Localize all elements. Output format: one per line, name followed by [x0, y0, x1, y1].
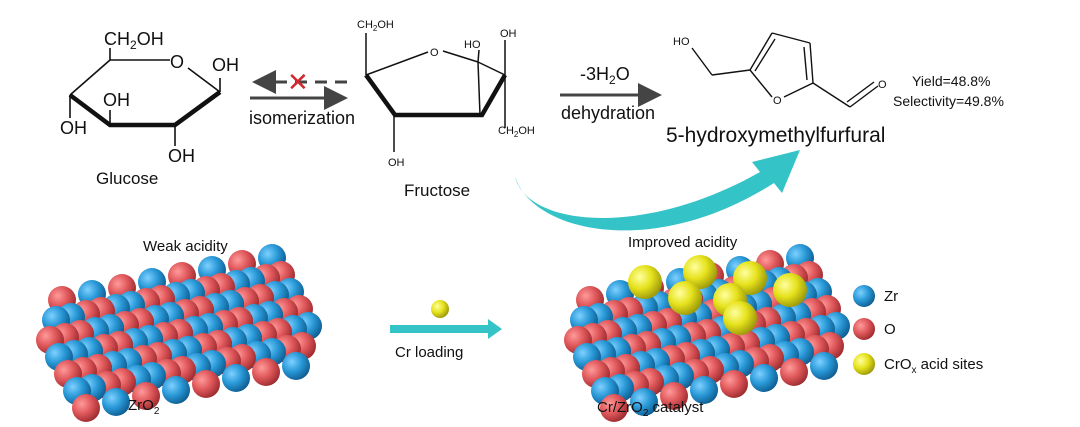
zr-legend-icon [853, 285, 875, 307]
isomerization-label: isomerization [249, 108, 355, 128]
o-atom [600, 394, 628, 422]
o-atom [132, 382, 160, 410]
fructose-structure [364, 33, 507, 152]
cr-atom-icon [431, 300, 449, 318]
glucose-oh1: OH [212, 55, 239, 75]
zro2-label: ZrO2 [128, 397, 160, 417]
cr-zro2-slab [564, 244, 850, 422]
crox-legend-label: CrOx acid sites [884, 356, 983, 376]
fructose-oh-bottom: OH [388, 157, 405, 169]
glucose-oh2: OH [168, 146, 195, 166]
o-atom [660, 382, 688, 410]
cr-loading-arrow [390, 319, 502, 339]
crox-atom [733, 261, 767, 295]
o-legend-label: O [884, 321, 896, 338]
zr-atom [630, 388, 658, 416]
weak-acidity-label: Weak acidity [143, 238, 228, 255]
zr-atom [750, 364, 778, 392]
crox-legend-icon [853, 353, 875, 375]
crox-atom [773, 273, 807, 307]
crox-atom [723, 301, 757, 335]
o-atom [780, 358, 808, 386]
glucose-ring-o: O [170, 52, 184, 72]
crox-atom [683, 255, 717, 289]
crox-atom [628, 265, 662, 299]
glucose-ch2oh: CH2OH [104, 29, 164, 52]
improved-acidity-label: Improved acidity [628, 234, 738, 251]
zr-atom [162, 376, 190, 404]
fructose-ch2oh-top: CH2OH [357, 19, 394, 33]
o-atom [192, 370, 220, 398]
catalyst-label: Cr/ZrO2 catalyst [597, 399, 704, 419]
glucose-label: Glucose [96, 169, 158, 188]
fructose-ho: HO [464, 39, 481, 51]
hmf-selectivity: Selectivity=49.8% [893, 93, 1004, 109]
hmf-yield: Yield=48.8% [912, 73, 990, 89]
zr-atom [810, 352, 838, 380]
zr-atom [690, 376, 718, 404]
o-legend-icon [853, 318, 875, 340]
fructose-ch2oh-bottom: CH2OH [498, 125, 535, 139]
hmf-label: 5-hydroxymethylfurfural [666, 124, 885, 147]
zr-atom [102, 388, 130, 416]
water-loss-label: -3H2O [580, 64, 630, 87]
blocked-x-icon: ✕ [287, 67, 309, 97]
fructose-ring-o: O [430, 47, 439, 59]
dehydration-label: dehydration [561, 103, 655, 123]
hmf-structure [691, 32, 879, 108]
o-atom [720, 370, 748, 398]
hmf-ho: HO [673, 36, 690, 48]
zro2-slab [36, 244, 322, 422]
o-atom [252, 358, 280, 386]
fructose-oh-top: OH [500, 28, 517, 40]
crox-atom [668, 281, 702, 315]
glucose-oh3: OH [103, 90, 130, 110]
hmf-aldehyde-o: O [878, 79, 887, 91]
catalysis-curved-arrow [515, 150, 800, 231]
zr-legend-label: Zr [884, 288, 898, 305]
fructose-label: Fructose [404, 181, 470, 200]
cr-loading-label: Cr loading [395, 344, 463, 361]
glucose-oh4: OH [60, 118, 87, 138]
o-atom [72, 394, 100, 422]
hmf-ring-o: O [773, 95, 782, 107]
legend: Zr O CrOx acid sites [853, 285, 983, 376]
zr-atom [222, 364, 250, 392]
zr-atom [282, 352, 310, 380]
glucose-structure [68, 48, 222, 146]
